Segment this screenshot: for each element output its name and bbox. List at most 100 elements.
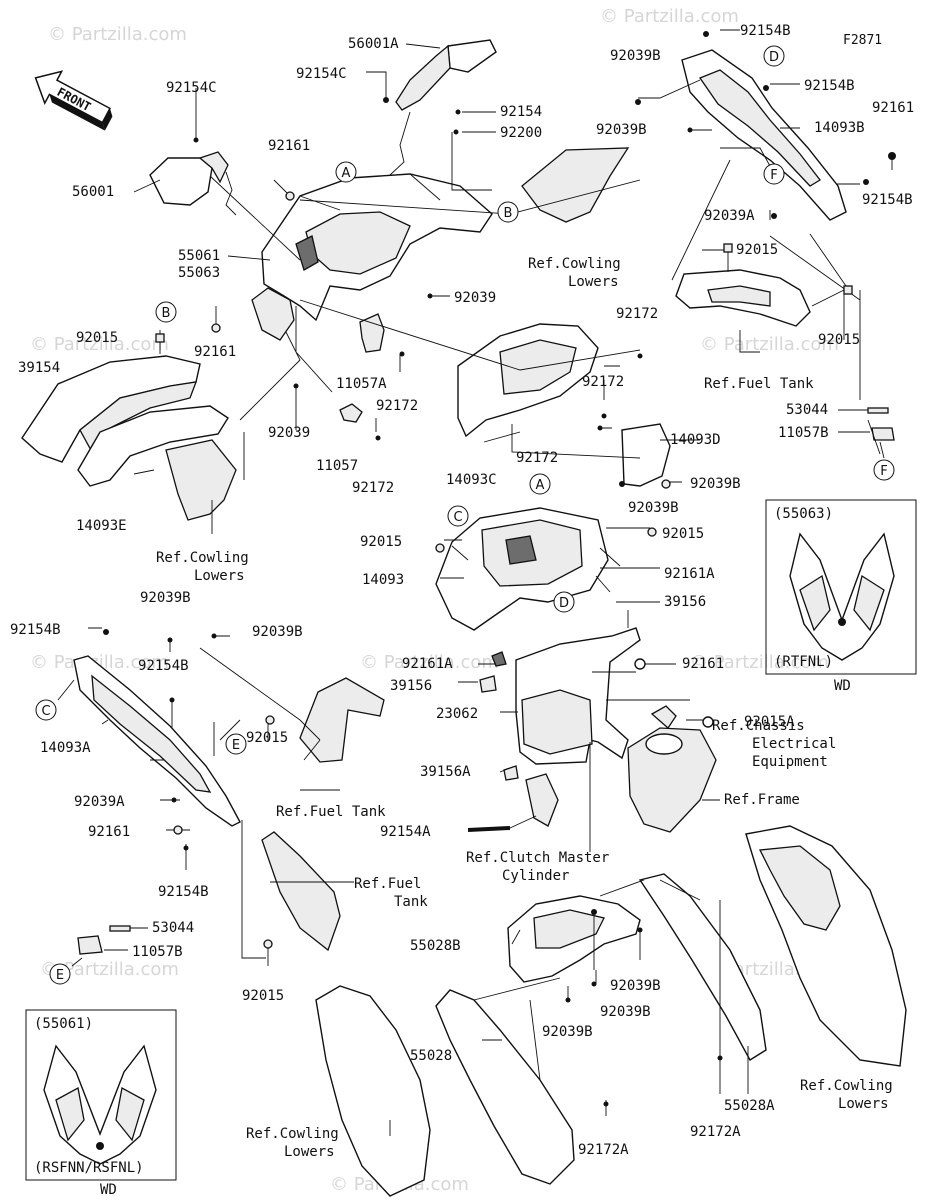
- part-label: 11057A: [336, 376, 387, 392]
- part-label: 92015: [662, 526, 704, 542]
- part-label: 92039B: [628, 500, 679, 516]
- callout-d: D: [553, 591, 575, 613]
- callout-b: B: [497, 201, 519, 223]
- fasteners: [103, 31, 896, 1107]
- part-label: 11057B: [778, 425, 829, 441]
- part-label: 55061: [178, 248, 220, 264]
- ref-label: Lowers: [838, 1096, 889, 1112]
- clamp-92161A: [491, 651, 507, 667]
- part-label: 92039B: [600, 1004, 651, 1020]
- ref-label: Ref.Fuel Tank: [276, 804, 386, 820]
- reference-labels: Ref.Cowling Lowers Ref.Cowling Lowers Re…: [156, 256, 893, 1160]
- inner-bracket-left: [251, 287, 295, 341]
- svg-text:B: B: [162, 306, 171, 321]
- callout-c: C: [35, 699, 57, 721]
- part-label: 92172A: [690, 1124, 741, 1140]
- leader-lines: [57, 29, 893, 1136]
- part-label: 92039B: [690, 476, 741, 492]
- watermark: © Partzilla.com: [48, 24, 187, 45]
- part-label: 92161: [682, 656, 724, 672]
- part-label: 92015: [242, 988, 284, 1004]
- bracket-lower: [525, 773, 559, 827]
- watermark: © Partzilla.com: [30, 652, 169, 673]
- part-labels: 56001A 92154C 92154C 92154 92200 56001 9…: [10, 23, 914, 1158]
- part-label: 92154B: [158, 884, 209, 900]
- svg-text:F: F: [770, 168, 777, 183]
- duct-top-right: [521, 147, 630, 223]
- bracket-11057: [339, 403, 363, 423]
- part-label: 92039B: [610, 978, 661, 994]
- part-label: 92161: [194, 344, 236, 360]
- part-label: 92172A: [578, 1142, 629, 1158]
- part-label: 92154B: [862, 192, 913, 208]
- svg-text:A: A: [342, 166, 351, 181]
- part-label: 92154B: [10, 622, 61, 638]
- part-label: 14093: [362, 572, 404, 588]
- fuel-tank-cover: [675, 269, 811, 327]
- svg-text:D: D: [559, 596, 569, 611]
- part-label: 92154C: [296, 66, 347, 82]
- watermark: © Partzilla.com: [700, 334, 839, 355]
- part-label: 39156: [664, 594, 706, 610]
- ref-label: Lowers: [568, 274, 619, 290]
- ref-label: Electrical: [752, 736, 836, 752]
- ref-label: Ref.Fuel: [354, 876, 421, 892]
- part-label: 92039B: [542, 1024, 593, 1040]
- ref-label: Tank: [394, 894, 428, 910]
- part-label: 92161: [88, 824, 130, 840]
- ref-label: Cylinder: [502, 868, 569, 884]
- part-label: 92200: [500, 125, 542, 141]
- ref-frame-part: [627, 727, 717, 833]
- ref-label: Ref.Cowling: [528, 256, 621, 272]
- part-label: 92161A: [402, 656, 453, 672]
- mirror-left: [149, 151, 237, 216]
- part-label: 92154A: [380, 824, 431, 840]
- stay-frame-23062: [515, 627, 641, 765]
- part-11057B-top: [871, 427, 895, 441]
- part-label: 92039B: [252, 624, 303, 640]
- part-label: 56001A: [348, 36, 399, 52]
- part-label: 55028A: [724, 1098, 775, 1114]
- callout-a: A: [529, 473, 551, 495]
- part-label: 92015: [246, 730, 288, 746]
- part-11057B-bottom: [77, 935, 103, 955]
- svg-text:C: C: [41, 704, 50, 719]
- part-label: 55028B: [410, 938, 461, 954]
- svg-text:D: D: [769, 50, 779, 65]
- part-label: 39154: [18, 360, 60, 376]
- part-label: 92039B: [610, 48, 661, 64]
- part-label: 55028: [410, 1048, 452, 1064]
- part-label: 92039: [454, 290, 496, 306]
- part-label: 39156: [390, 678, 432, 694]
- part-label: 92039B: [140, 590, 191, 606]
- callout-e: E: [225, 733, 247, 755]
- panel-14093D: [621, 423, 671, 487]
- svg-text:E: E: [56, 968, 64, 983]
- mirror-right: [387, 39, 497, 191]
- fuel-tank-panel: [261, 831, 341, 952]
- part-label: 92015: [76, 330, 118, 346]
- callout-circles: A B B D F F A C D C E E: [35, 45, 895, 985]
- part-label: 14093E: [76, 518, 127, 534]
- ref-label: Lowers: [284, 1144, 335, 1160]
- ref-label: Ref.Cowling: [800, 1078, 893, 1094]
- part-label: 92154C: [166, 80, 217, 96]
- part-label: 92015: [818, 332, 860, 348]
- part-label: 92015: [360, 534, 402, 550]
- part-label: 14093D: [670, 432, 721, 448]
- part-label: 92015: [736, 242, 778, 258]
- part-label: 92039A: [704, 208, 755, 224]
- callout-d: D: [763, 45, 785, 67]
- inset-market: WD: [100, 1182, 117, 1198]
- part-label: 92172: [376, 398, 418, 414]
- callout-f: F: [873, 459, 895, 481]
- part-label: 92154B: [138, 658, 189, 674]
- cowling-lower-left: [315, 985, 431, 1197]
- watermark: © Partzilla.com: [690, 652, 829, 673]
- ref-label: Ref.Frame: [724, 792, 800, 808]
- inset-variant: (RTFNL): [774, 654, 833, 670]
- part-label: 14093C: [446, 472, 497, 488]
- inset-code: (55063): [774, 506, 833, 522]
